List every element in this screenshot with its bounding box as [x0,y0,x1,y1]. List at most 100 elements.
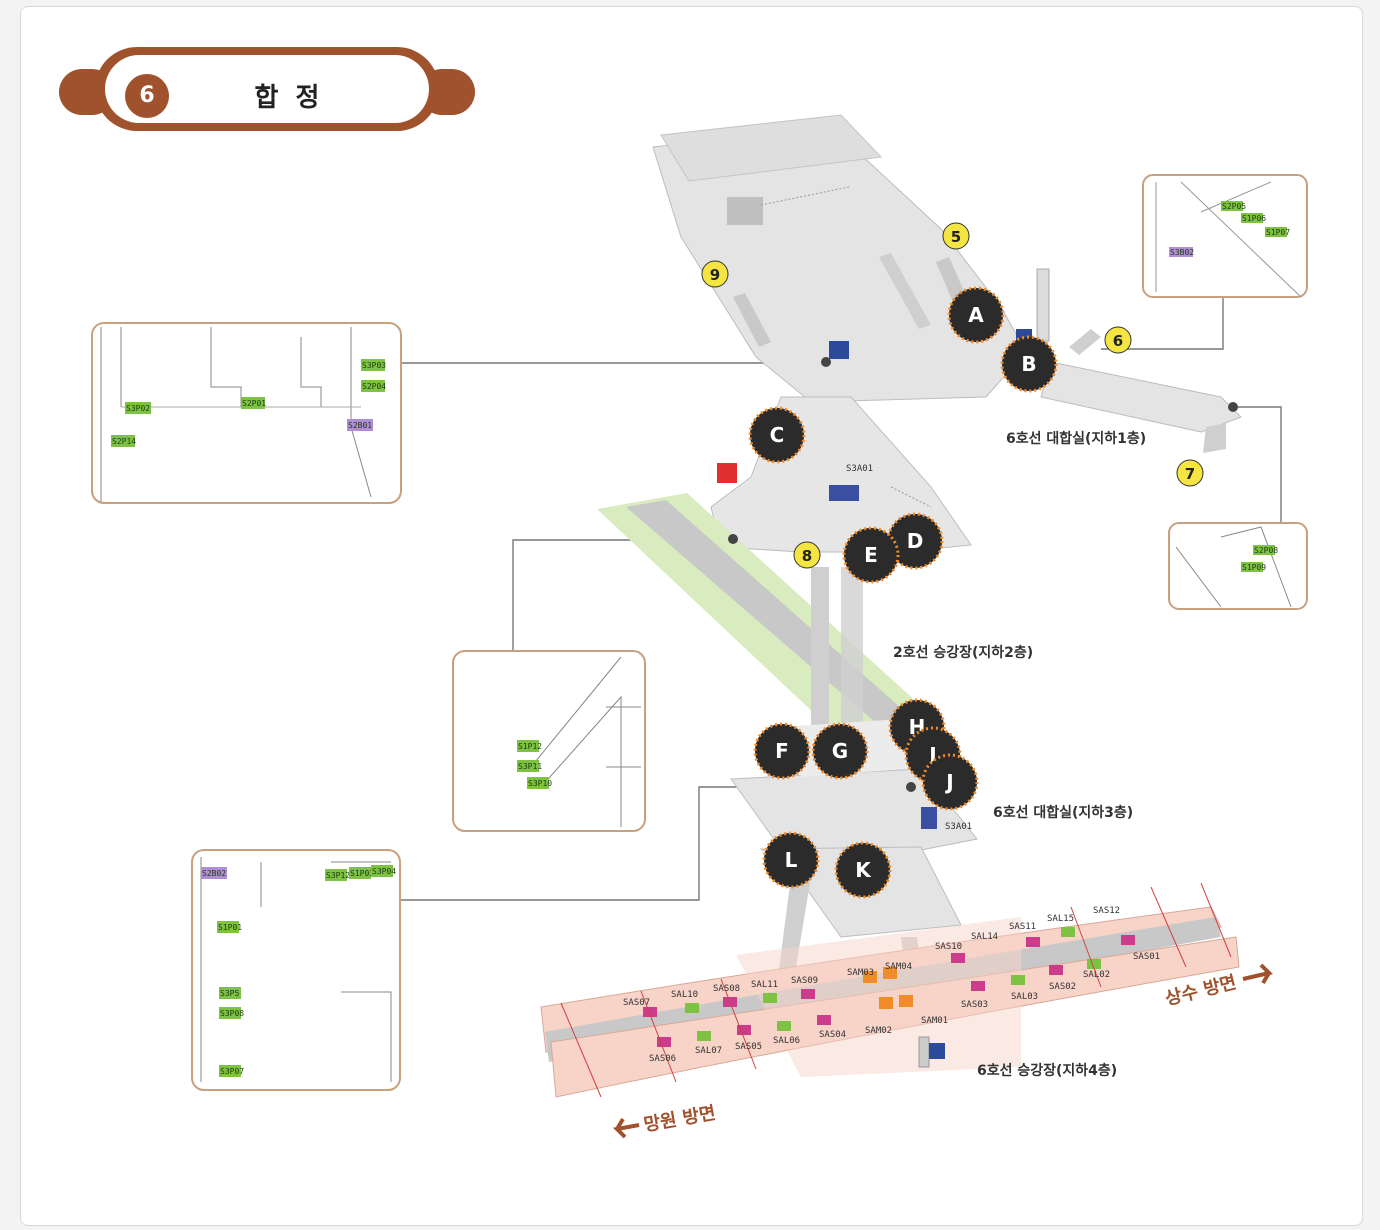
svg-text:5: 5 [951,228,961,246]
platform-codes-upper: SAS07 SAL10 SAS08 SAL11 SAS09 SAS10 SAL1… [623,906,1120,1008]
svg-text:SAS07: SAS07 [623,998,650,1008]
svg-text:S3P5: S3P5 [220,989,239,998]
svg-text:S2P01: S2P01 [242,399,266,408]
exit-6-badge: 6 [1104,326,1132,354]
inset-right-mid: S2P08 S1P09 [1168,522,1308,610]
marker-k[interactable]: K [834,841,892,899]
exit-8-badge: 8 [793,541,821,569]
exit-9-badge: 9 [701,260,729,288]
floor-label-b2: 2호선 승강장(지하2층) [893,644,1033,661]
svg-text:S3P03: S3P03 [362,361,386,370]
svg-text:8: 8 [802,547,812,565]
svg-text:SAL07: SAL07 [695,1046,722,1056]
arrow-left-icon [612,1117,640,1139]
svg-text:S2B01: S2B01 [348,421,372,430]
b4-platform [540,882,1240,1098]
platform-codes-lower: SAS06 SAL07 SAS05 SAL06 SAS04 SAS03 SAL0… [649,952,1160,1064]
svg-text:S3P04: S3P04 [372,867,396,876]
svg-text:S3P07: S3P07 [220,1067,244,1076]
svg-text:S1P03: S1P03 [350,869,374,878]
svg-text:S1P01: S1P01 [218,923,242,932]
svg-text:S1P06: S1P06 [1242,214,1266,223]
marker-l[interactable]: L [762,831,820,889]
map-card: 6 합 정 [20,6,1363,1226]
marker-a[interactable]: A [947,286,1005,344]
inset-left-top: S3P03 S2P04 S3P02 S2P01 S2B01 S2P14 [91,322,402,504]
svg-text:SAL11: SAL11 [751,980,778,990]
station-title-badge: 6 합 정 [59,47,475,137]
svg-text:SAS09: SAS09 [791,976,818,986]
svg-text:S2P08: S2P08 [1254,546,1278,555]
floor-label-b1: 6호선 대합실(지하1층) [1006,430,1146,447]
svg-text:SAM02: SAM02 [865,1026,892,1036]
arrow-right-icon [1242,963,1273,985]
svg-text:S2P14: S2P14 [112,437,136,446]
marker-g[interactable]: G [811,722,869,780]
floor-label-b3: 6호선 대합실(지하3층) [993,804,1133,821]
svg-text:S3P10: S3P10 [528,779,552,788]
b1-concourse [652,114,1242,453]
svg-text:B: B [1021,352,1036,376]
inset-top-right: S2P05 S1P06 S1P07 S3B02 [1142,174,1308,298]
svg-text:SAS03: SAS03 [961,1000,988,1010]
svg-text:D: D [907,529,924,553]
inset-mid: S1P12 S3P11 S3P10 [452,650,646,832]
svg-text:S1P12: S1P12 [518,742,542,751]
marker-j[interactable]: J [921,753,979,811]
exit-7-badge: 7 [1176,459,1204,487]
exit-5-badge: 5 [942,222,970,250]
svg-text:K: K [855,858,872,882]
svg-text:망원 방면: 망원 방면 [642,1103,717,1136]
svg-text:SAL03: SAL03 [1011,992,1038,1002]
marker-f[interactable]: F [753,722,811,780]
b2-platform [597,493,931,757]
svg-text:SAL15: SAL15 [1047,914,1074,924]
facility-codes: S3A01 S3A01 SAM03 SAM04 SAM01 SAM02 [846,464,972,1036]
svg-text:SAM03: SAM03 [847,968,874,978]
exit-numbers: 5 6 7 8 9 [701,222,1204,569]
marker-b[interactable]: B [1000,335,1058,393]
svg-text:SAS04: SAS04 [819,1030,846,1040]
svg-text:SAL06: SAL06 [773,1036,800,1046]
leader-dots [728,357,1238,792]
station-name: 합 정 [254,83,324,113]
svg-text:E: E [864,543,878,567]
svg-text:G: G [832,739,848,763]
line-number-badge: 6 [125,74,169,118]
svg-text:L: L [785,848,798,872]
marker-e[interactable]: E [842,526,900,584]
svg-text:6: 6 [1113,332,1123,350]
svg-text:SAL14: SAL14 [971,932,998,942]
marker-c[interactable]: C [748,406,806,464]
svg-text:SAS06: SAS06 [649,1054,676,1064]
svg-text:SAS10: SAS10 [935,942,962,952]
svg-text:SAL02: SAL02 [1083,970,1110,980]
svg-text:F: F [775,739,789,763]
svg-text:SAS08: SAS08 [713,984,740,994]
svg-text:SAM01: SAM01 [921,1016,948,1026]
svg-text:SAS12: SAS12 [1093,906,1120,916]
svg-text:7: 7 [1185,465,1195,483]
marker-d[interactable]: D [886,512,944,570]
svg-text:S3A01: S3A01 [846,464,873,474]
svg-text:A: A [968,303,984,327]
svg-text:SAS05: SAS05 [735,1042,762,1052]
svg-text:SAL10: SAL10 [671,990,698,1000]
svg-text:S2P05: S2P05 [1222,202,1246,211]
station-map: 5 6 7 8 9 6호선 대합실(지하1층) 2호선 승강장(지하2층) 6호… [91,114,1308,1139]
svg-text:SAS02: SAS02 [1049,982,1076,992]
inset-bottom-left: S2B02 S3P12 S1P03 S3P04 S1P01 S3P5 S3P08… [191,849,401,1091]
svg-text:SAS11: SAS11 [1009,922,1036,932]
svg-text:S3P12: S3P12 [326,871,350,880]
svg-text:S2B02: S2B02 [202,869,226,878]
direction-left: 망원 방면 [612,1103,717,1139]
svg-text:S1P09: S1P09 [1242,563,1266,572]
svg-text:J: J [944,770,953,794]
svg-text:S3A01: S3A01 [945,822,972,832]
svg-text:C: C [770,423,785,447]
svg-text:9: 9 [710,266,720,284]
floor-label-b4: 6호선 승강장(지하4층) [977,1062,1117,1079]
svg-text:S3P02: S3P02 [126,404,150,413]
markers: A B C D E F G H I J K L [748,286,1058,899]
svg-text:SAM04: SAM04 [885,962,912,972]
